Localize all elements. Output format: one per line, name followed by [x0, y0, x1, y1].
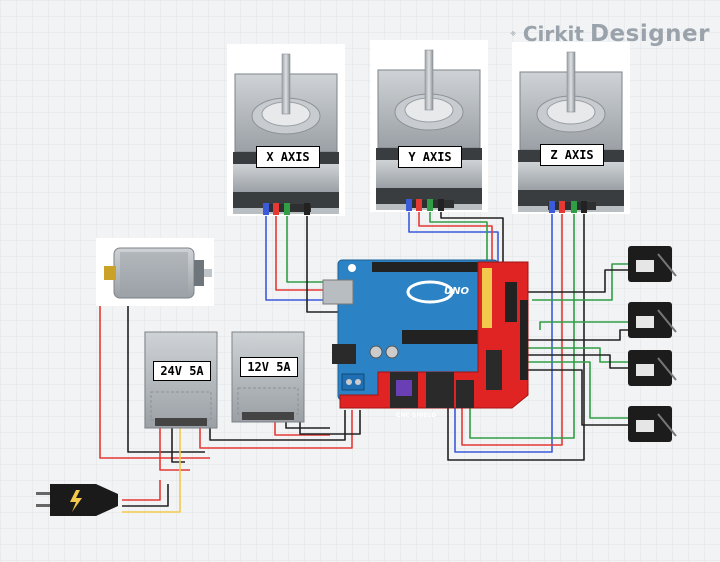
cirkit-logo-icon	[510, 30, 516, 36]
limit-switch-2[interactable]	[628, 302, 677, 338]
psu-label-24v: 24V 5A	[153, 361, 211, 381]
wires	[99, 208, 632, 513]
uno-label: UNO	[444, 286, 469, 297]
psu-label-12v: 12V 5A	[240, 357, 298, 377]
motor-label-z: Z AXIS	[540, 144, 604, 166]
stepper-motor-z[interactable]	[512, 42, 630, 214]
limit-switch-3[interactable]	[628, 350, 677, 386]
limit-switch-4[interactable]	[628, 406, 677, 442]
cirkit-designer-logo: Cirkit Designer	[510, 18, 710, 50]
motor-connector-pins	[263, 199, 587, 215]
brand-name-part2: Designer	[589, 21, 710, 47]
stepper-motor-x[interactable]	[227, 44, 345, 216]
limit-switch-1[interactable]	[628, 246, 677, 282]
stepper-motor-y[interactable]	[370, 40, 488, 212]
cnc-shield-board[interactable]	[339, 261, 529, 409]
brand-name-part1: Cirkit	[522, 22, 584, 46]
power-supply-12v[interactable]	[231, 331, 305, 423]
arduino-uno-board[interactable]	[322, 259, 499, 401]
spindle-dc-motor[interactable]	[96, 238, 214, 306]
cnc-shield-label: CNC SHIELD	[396, 412, 437, 419]
mains-plug[interactable]	[36, 484, 118, 516]
motor-label-y: Y AXIS	[398, 146, 462, 168]
motor-label-x: X AXIS	[256, 146, 320, 168]
